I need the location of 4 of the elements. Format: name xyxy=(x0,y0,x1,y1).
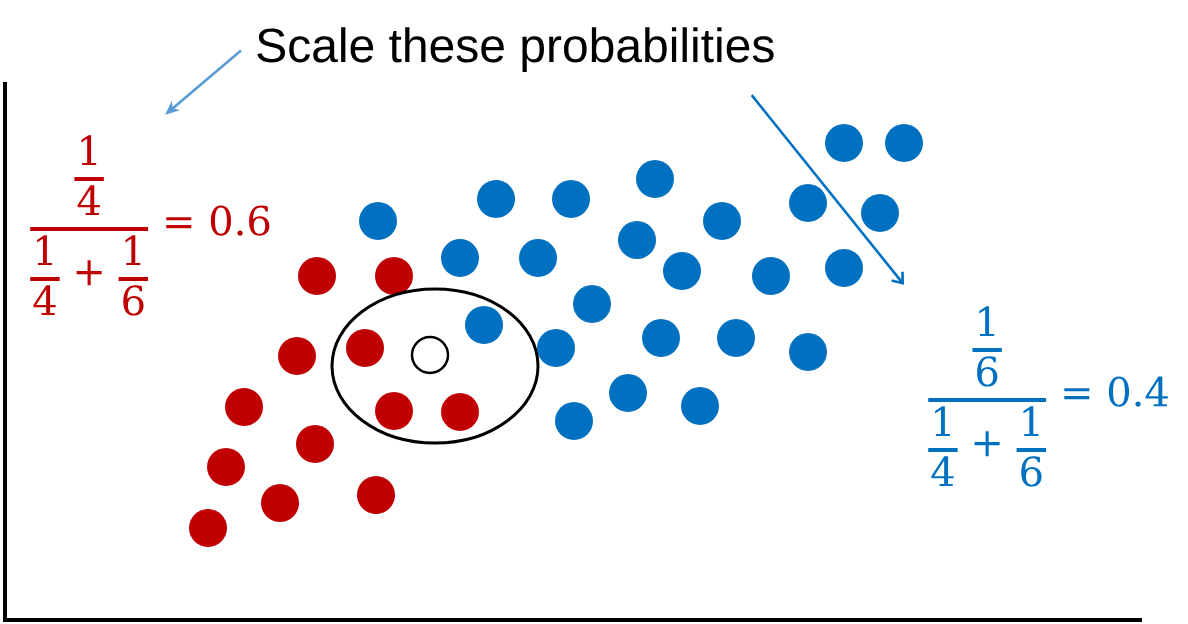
probability-formula: 1 4 1 4 + 1 6 = 0.6 xyxy=(30,135,270,316)
probability-formula: 1 6 1 4 + 1 6 = 0.4 xyxy=(928,306,1168,487)
annotation-text: Scale these probabilities xyxy=(257,27,774,72)
arrow xyxy=(750,94,904,285)
